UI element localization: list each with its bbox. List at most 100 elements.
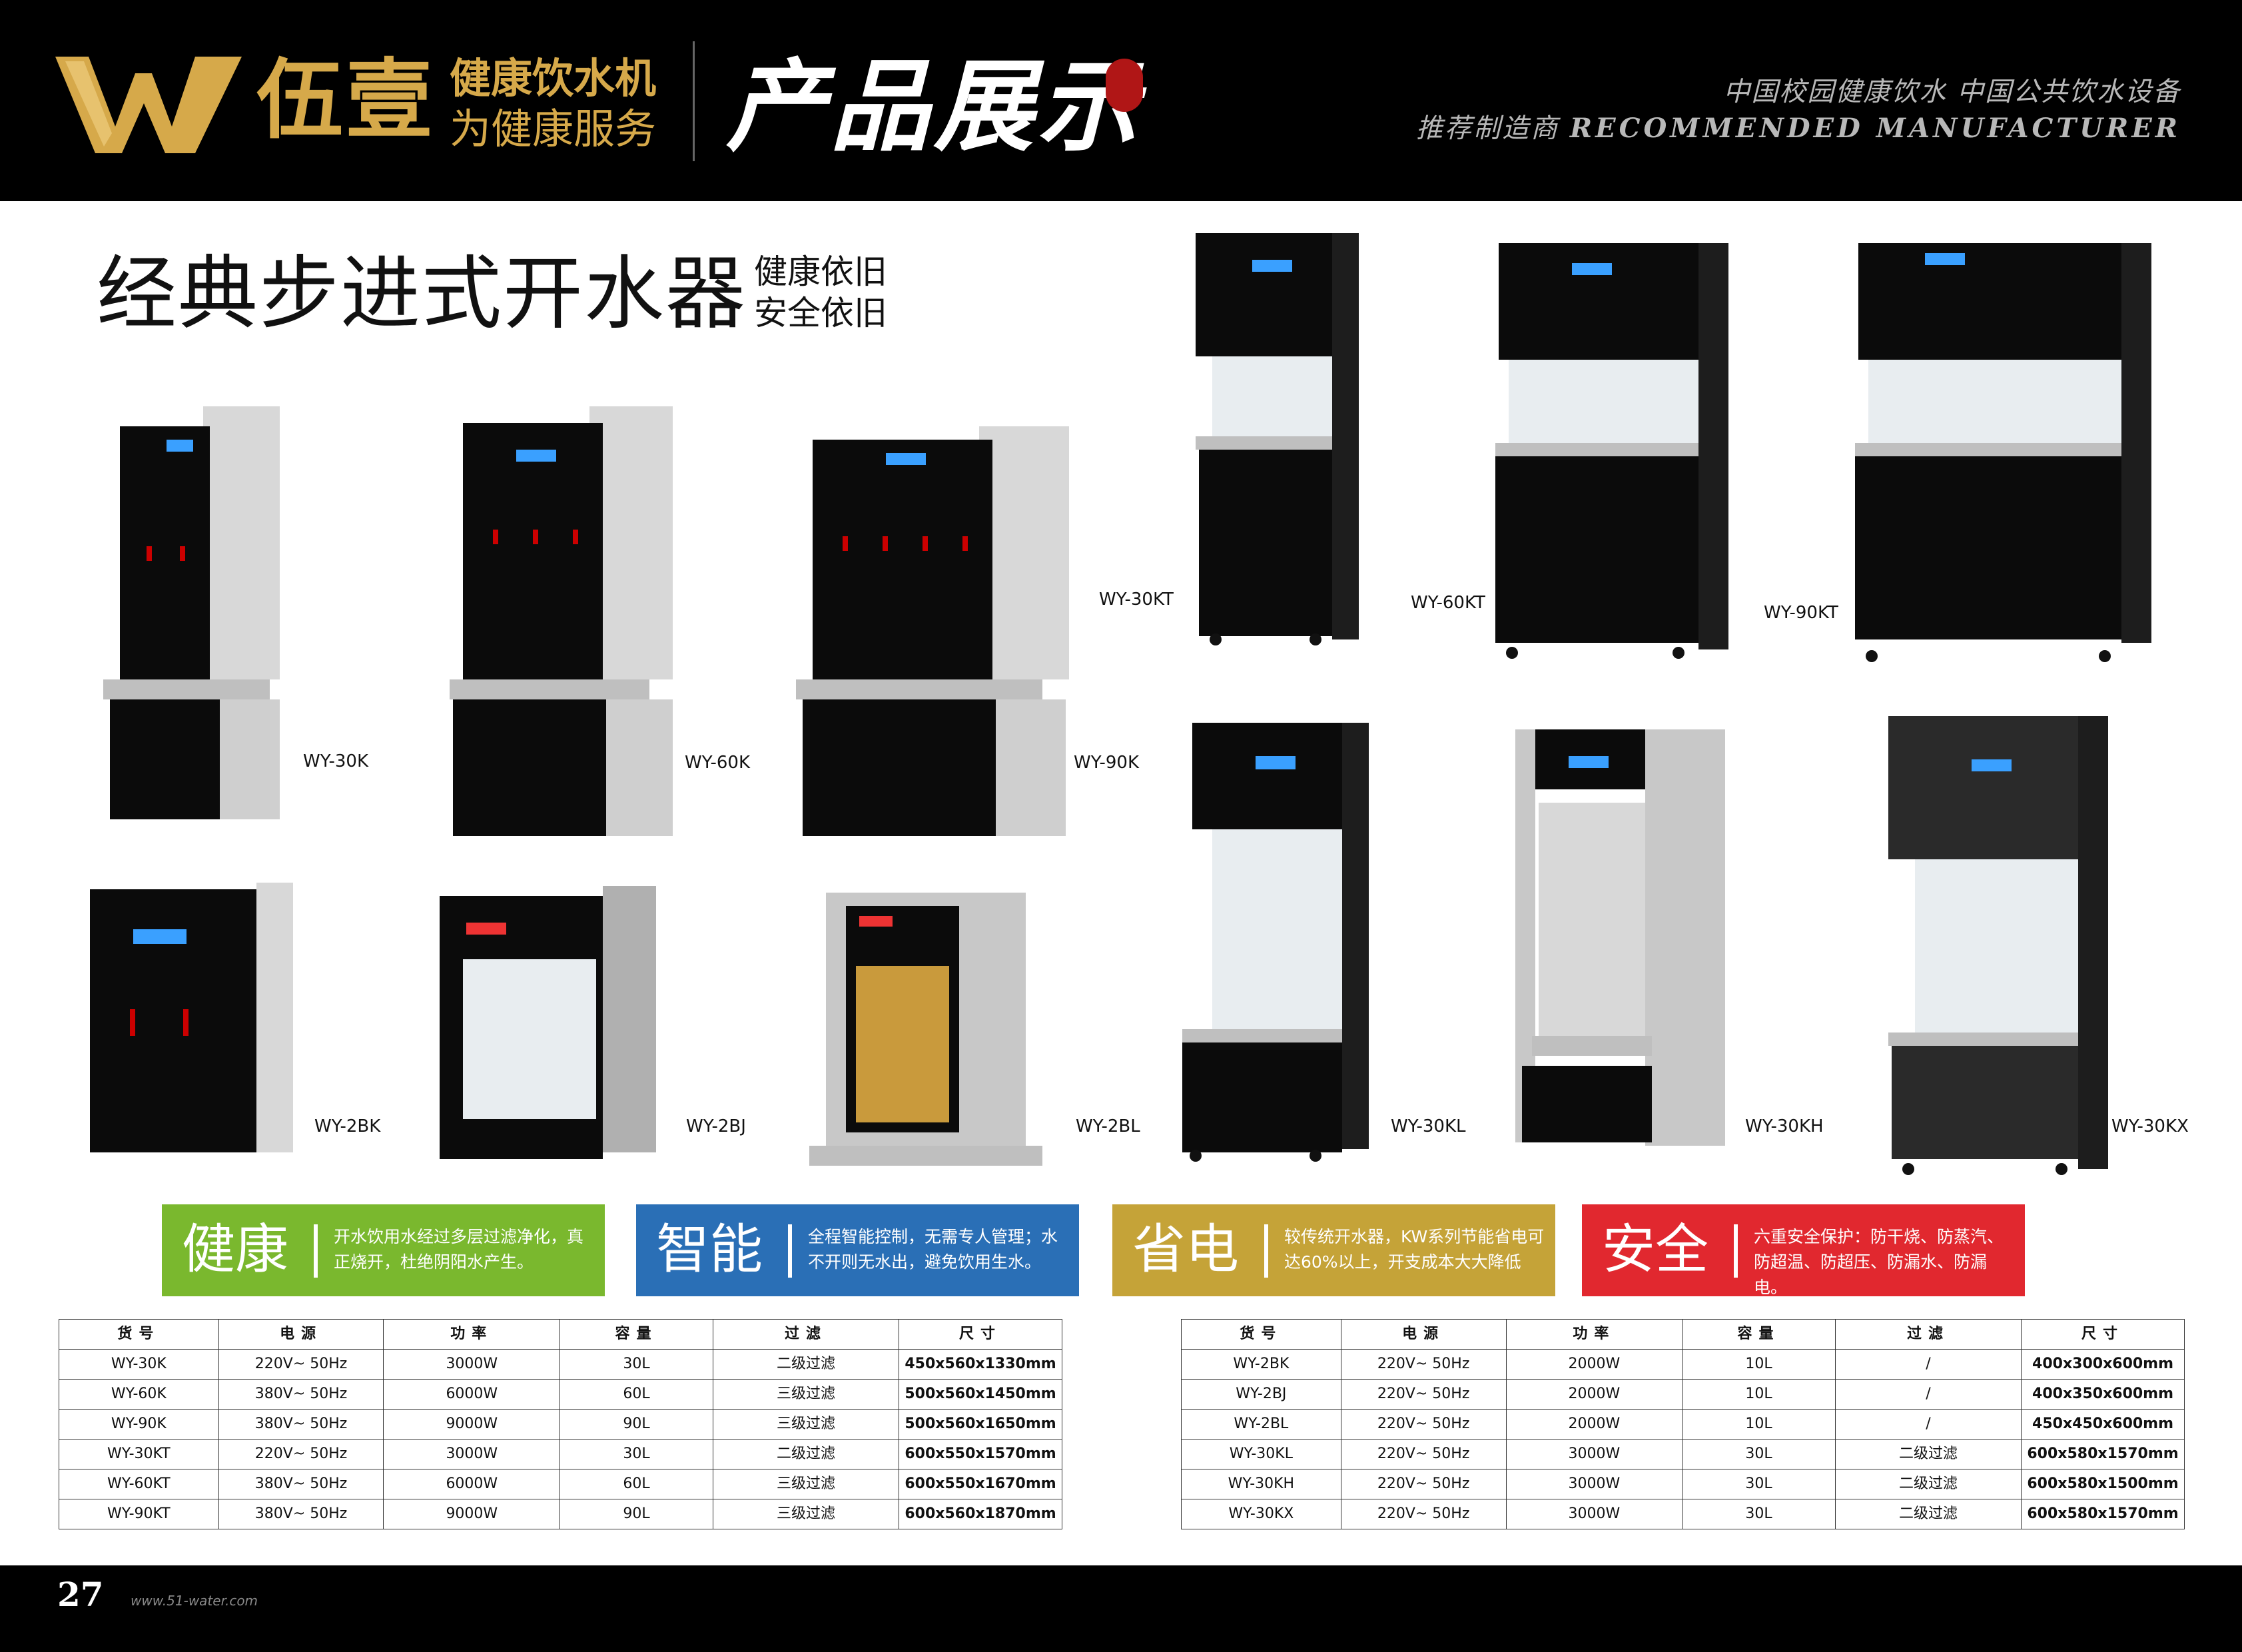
- table-header-cell: 过滤: [1834, 1319, 2022, 1350]
- table-cell: 380V~ 50Hz: [218, 1469, 384, 1499]
- table-cell: 90L: [560, 1409, 713, 1440]
- table-cell: 30L: [1682, 1439, 1836, 1469]
- product-label-wy-30kl: WY-30KL: [1391, 1116, 1466, 1136]
- table-cell: WY-30KL: [1181, 1439, 1341, 1469]
- table-cell: 2000W: [1505, 1379, 1683, 1410]
- table-cell: 三级过滤: [712, 1469, 900, 1499]
- table-cell: 二级过滤: [712, 1349, 900, 1380]
- table-cell: 2000W: [1505, 1349, 1683, 1380]
- product-image-wy-2bk: [90, 883, 293, 1152]
- feature-safety: 安全 六重安全保护：防干烧、防蒸汽、防超温、防超压、防漏水、防漏电。: [1582, 1204, 2025, 1297]
- table-cell: 500x560x1450mm: [899, 1379, 1062, 1410]
- brand-logo-icon: [55, 57, 242, 153]
- table-cell: 600x580x1570mm: [2021, 1499, 2185, 1529]
- table-cell: 400x300x600mm: [2021, 1349, 2185, 1380]
- table-cell: 30L: [560, 1439, 713, 1469]
- table-cell: 380V~ 50Hz: [218, 1379, 384, 1410]
- footer-bar: [0, 1565, 2242, 1652]
- brand-name: 伍壹: [256, 49, 436, 151]
- tagline-cn: 中国校园健康饮水 中国公共饮水设备: [1723, 77, 2181, 107]
- product-image-wy-90k: [793, 426, 1072, 843]
- feature-health: 健康 开水饮用水经过多层过滤净化，真正烧开，杜绝阴阳水产生。: [162, 1204, 605, 1296]
- table-cell: 2000W: [1505, 1409, 1683, 1440]
- header-divider: [693, 41, 695, 161]
- table-cell: 220V~ 50Hz: [1340, 1499, 1507, 1529]
- table-cell: 600x580x1500mm: [2021, 1469, 2185, 1499]
- product-label-wy-30kh: WY-30KH: [1745, 1116, 1824, 1136]
- table-cell: 600x550x1670mm: [899, 1469, 1062, 1499]
- table-header-row: 货号电源功率容量过滤尺寸: [59, 1319, 1062, 1350]
- table-cell: 二级过滤: [712, 1439, 900, 1469]
- table-cell: 二级过滤: [1834, 1499, 2022, 1529]
- table-cell: 220V~ 50Hz: [218, 1439, 384, 1469]
- table-cell: /: [1834, 1409, 2022, 1440]
- product-image-wy-30kt: [1196, 233, 1359, 646]
- product-label-wy-60k: WY-60K: [685, 753, 751, 773]
- table-cell: 500x560x1650mm: [899, 1409, 1062, 1440]
- website-url: www.51-water.com: [131, 1593, 258, 1609]
- product-image-wy-60kt: [1495, 233, 1728, 659]
- table-cell: 600x580x1570mm: [2021, 1439, 2185, 1469]
- table-cell: WY-60KT: [59, 1469, 219, 1499]
- table-cell: 三级过滤: [712, 1409, 900, 1440]
- table-cell: 3000W: [383, 1439, 561, 1469]
- table-header-cell: 尺寸: [899, 1319, 1062, 1350]
- table-cell: 450x450x600mm: [2021, 1409, 2185, 1440]
- table-header-cell: 功率: [383, 1319, 561, 1350]
- feature-divider: [788, 1224, 792, 1278]
- slogan-line-2: 为健康服务: [450, 105, 657, 153]
- table-cell: WY-60K: [59, 1379, 219, 1410]
- table-cell: 60L: [560, 1469, 713, 1499]
- table-cell: 220V~ 50Hz: [1340, 1349, 1507, 1380]
- table-cell: 600x560x1870mm: [899, 1499, 1062, 1529]
- feature-health-desc: 开水饮用水经过多层过滤净化，真正烧开，杜绝阴阳水产生。: [334, 1227, 584, 1272]
- feature-smart-title: 智能: [656, 1218, 763, 1280]
- table-cell: 30L: [1682, 1499, 1836, 1529]
- table-cell: WY-90KT: [59, 1499, 219, 1529]
- table-cell: 6000W: [383, 1379, 561, 1410]
- table-cell: 10L: [1682, 1379, 1836, 1410]
- tagline-prefix: 推荐制造商: [1416, 113, 1560, 144]
- table-cell: 380V~ 50Hz: [218, 1409, 384, 1440]
- product-image-wy-30kl: [1182, 723, 1375, 1162]
- table-cell: 3000W: [1505, 1469, 1683, 1499]
- table-cell: 450x560x1330mm: [899, 1349, 1062, 1380]
- table-header-cell: 功率: [1505, 1319, 1683, 1350]
- table-cell: 二级过滤: [1834, 1439, 2022, 1469]
- product-label-wy-90kt: WY-90KT: [1764, 603, 1838, 623]
- feature-safety-desc: 六重安全保护：防干烧、防蒸汽、防超温、防超压、防漏水、防漏电。: [1754, 1227, 2004, 1297]
- product-label-wy-2bj: WY-2BJ: [686, 1116, 746, 1136]
- table-cell: 60L: [560, 1379, 713, 1410]
- tagline-en: RECOMMENDED MANUFACTURER: [1569, 113, 2181, 144]
- table-cell: 3000W: [383, 1349, 561, 1380]
- product-label-wy-2bk: WY-2BK: [314, 1116, 381, 1136]
- feature-smart-desc: 全程智能控制，无需专人管理；水不开则无水出，避免饮用生水。: [808, 1227, 1058, 1272]
- feature-power-saving: 省电 较传统开水器，KW系列节能省电可达60%以上，开支成本大大降低: [1112, 1204, 1555, 1296]
- table-cell: 6000W: [383, 1469, 561, 1499]
- table-cell: 二级过滤: [1834, 1469, 2022, 1499]
- table-header-cell: 尺寸: [2021, 1319, 2185, 1350]
- table-header-cell: 电源: [218, 1319, 384, 1350]
- red-seal-stamp: [1106, 59, 1143, 112]
- table-cell: WY-2BL: [1181, 1409, 1341, 1440]
- product-label-wy-60kt: WY-60KT: [1411, 593, 1485, 613]
- feature-divider: [1264, 1224, 1268, 1278]
- feature-power-saving-desc: 较传统开水器，KW系列节能省电可达60%以上，开支成本大大降低: [1284, 1227, 1545, 1272]
- feature-smart: 智能 全程智能控制，无需专人管理；水不开则无水出，避免饮用生水。: [636, 1204, 1079, 1296]
- feature-power-saving-title: 省电: [1132, 1218, 1239, 1280]
- table-cell: 30L: [1682, 1469, 1836, 1499]
- table-cell: 三级过滤: [712, 1379, 900, 1410]
